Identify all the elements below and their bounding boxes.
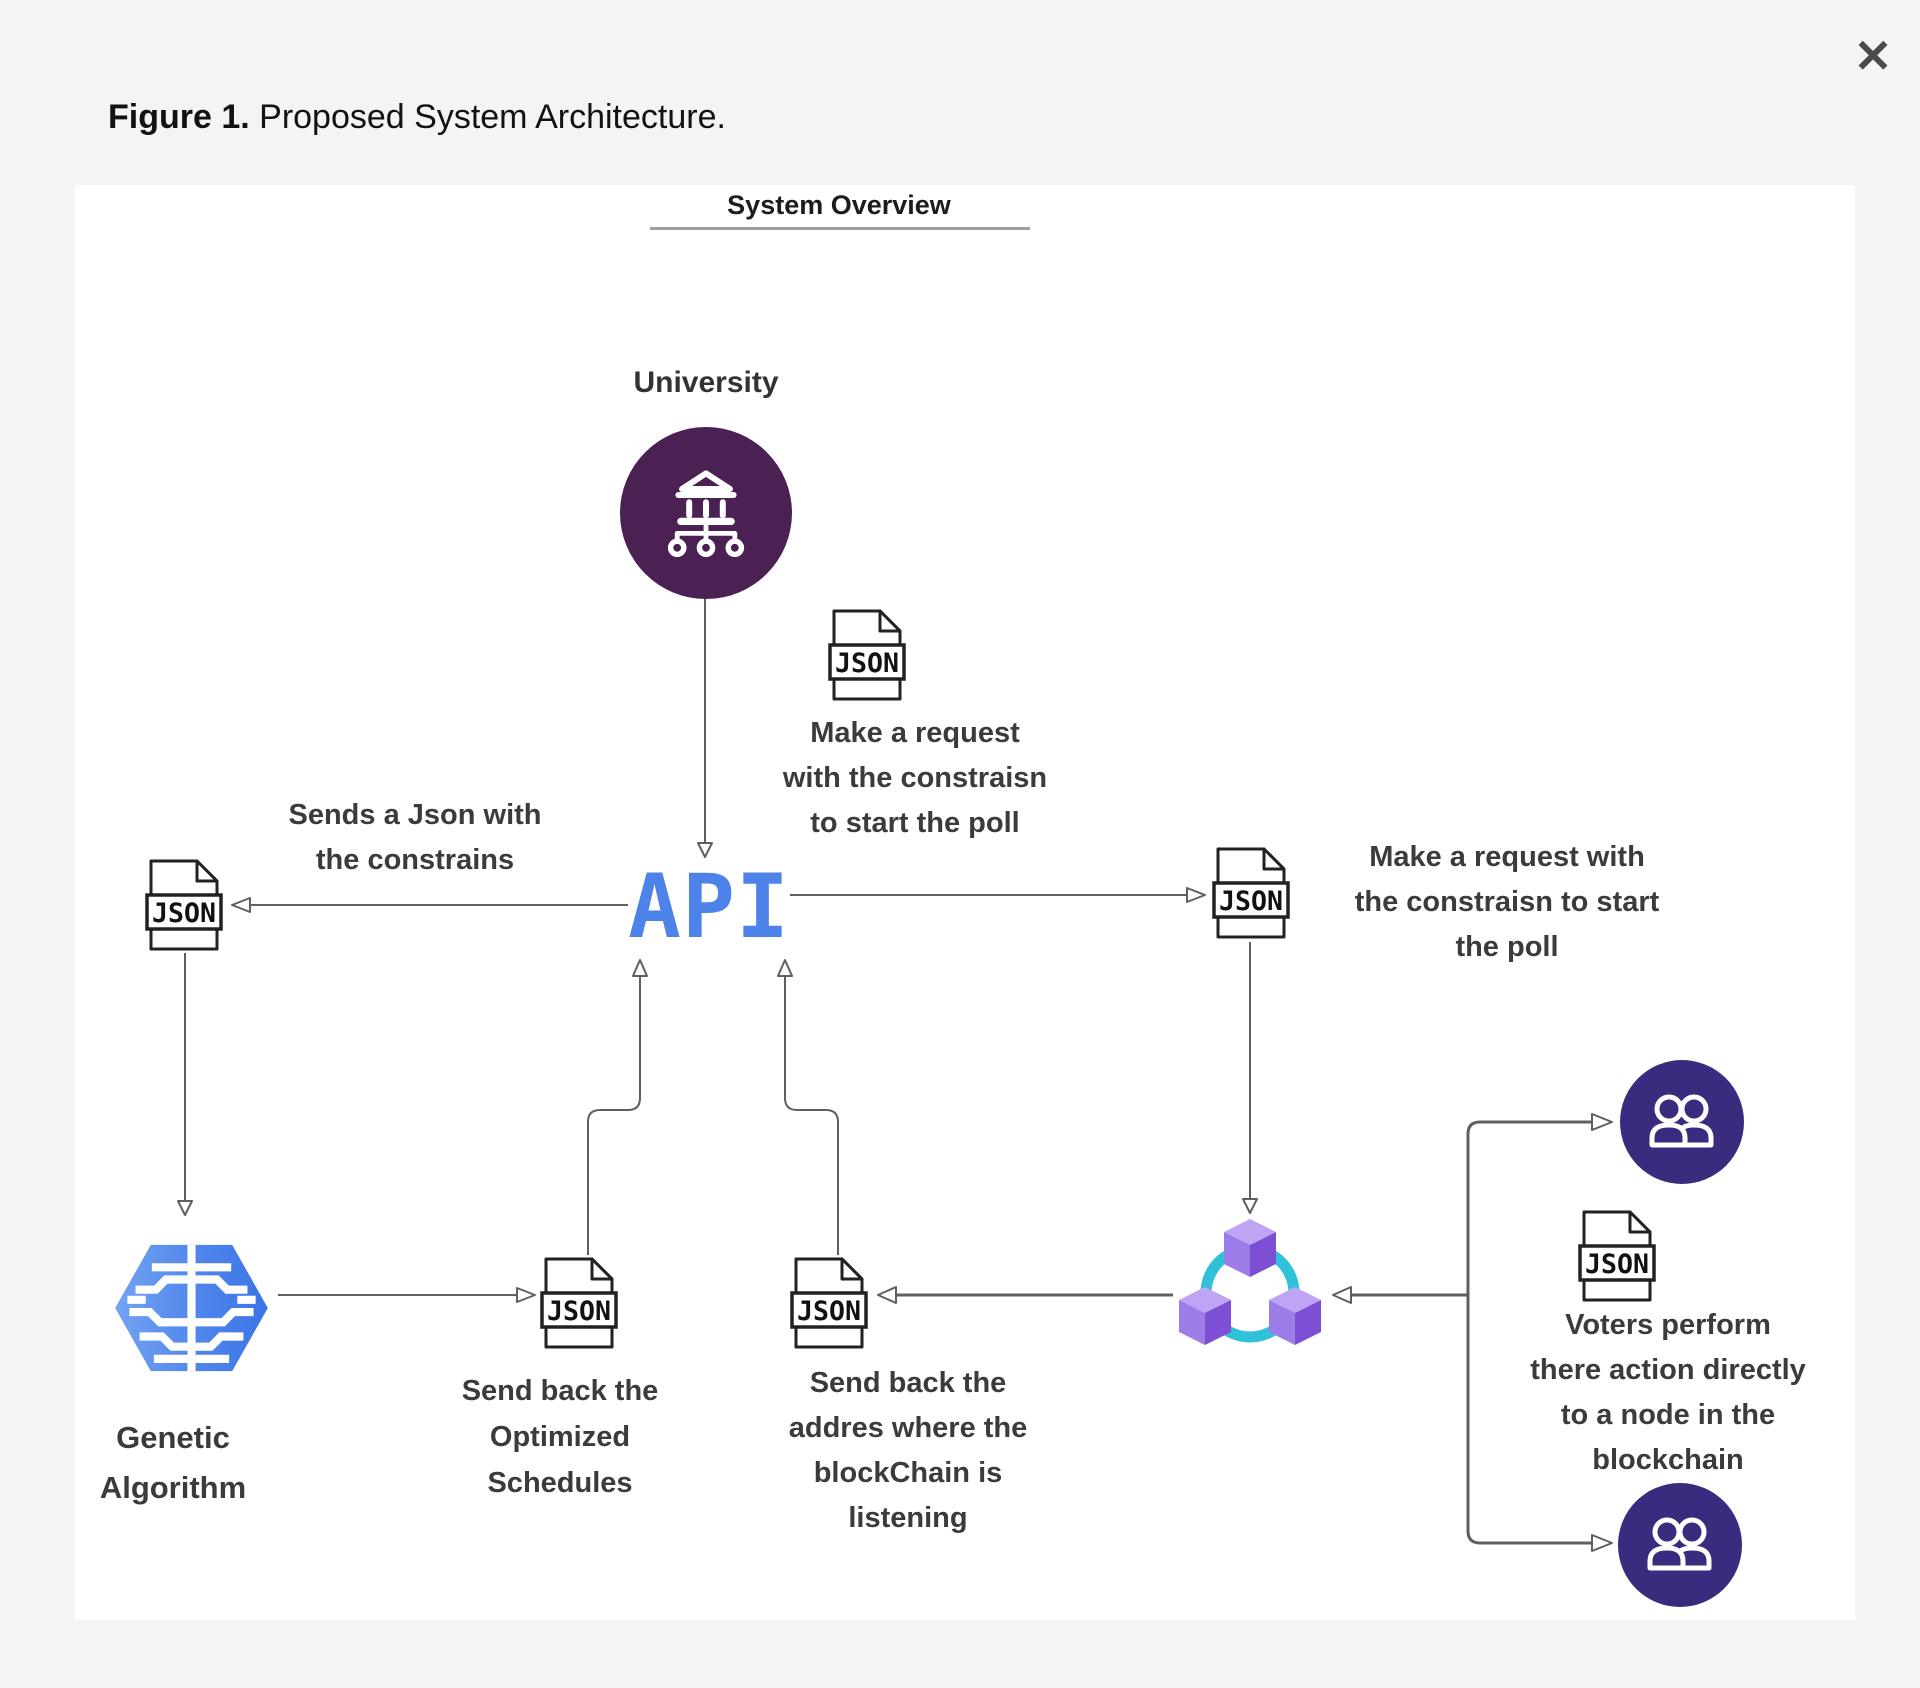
blockchain-icon: [1179, 1219, 1321, 1345]
json-file-icon: [1578, 1210, 1656, 1302]
genetic-algorithm-label: Genetic Algorithm: [99, 1420, 247, 1505]
note-send-back-address: Send back the addres where the blockChai…: [788, 1367, 1028, 1534]
note-voters-action: Voters perform there action directly to …: [1530, 1309, 1806, 1476]
elbow-address-to-api: [784, 976, 839, 1255]
note-send-back-schedules: Send back the Optimized Schedules: [461, 1375, 659, 1499]
arrowhead-right: [1591, 1113, 1613, 1131]
arrowhead-right: [516, 1287, 536, 1303]
voters-icon: [1647, 1517, 1712, 1571]
json-file-icon: [540, 1257, 618, 1349]
note-request-constraints: Make a request with the constraisn to st…: [782, 717, 1048, 839]
close-icon[interactable]: ✕: [1853, 30, 1893, 82]
arrowhead-right: [1186, 887, 1206, 903]
elbow-to-top-voters: [1466, 1120, 1592, 1295]
arrowhead-down: [177, 1200, 193, 1216]
arrowhead-left: [231, 897, 251, 913]
arrowhead-down: [1242, 1198, 1258, 1214]
voters-node-top: [1620, 1060, 1744, 1184]
json-file-icon: [790, 1257, 868, 1349]
diagram-canvas: System Overview University API Make a re…: [75, 185, 1855, 1620]
arrowhead-up: [632, 959, 648, 977]
json-file-icon: [828, 609, 906, 701]
genetic-algorithm-icon: [115, 1244, 268, 1372]
json-file-icon: [1212, 847, 1290, 939]
json-file-icon: [145, 859, 223, 951]
figure-title: Proposed System Architecture.: [249, 98, 726, 136]
arrowhead-up: [777, 959, 793, 977]
note-request-constraints-right: Make a request with the constraisn to st…: [1354, 841, 1660, 963]
figure-caption: Figure 1. Proposed System Architecture.: [108, 98, 726, 137]
figure-number: Figure 1.: [108, 98, 250, 136]
voters-icon: [1649, 1094, 1714, 1148]
university-node: [620, 427, 792, 599]
diagram-title: System Overview: [727, 190, 951, 220]
note-sends-json: Sends a Json with the constrains: [288, 799, 542, 876]
api-node: API: [628, 855, 790, 958]
arrowhead-right: [1591, 1534, 1613, 1552]
title-underline: [650, 227, 1030, 230]
university-icon: [667, 470, 745, 558]
arrowhead-left: [1332, 1286, 1352, 1304]
arrowhead-left: [877, 1286, 897, 1304]
voters-node-bottom: [1618, 1483, 1742, 1607]
elbow-schedules-to-api: [587, 976, 641, 1255]
university-label: University: [633, 366, 779, 399]
